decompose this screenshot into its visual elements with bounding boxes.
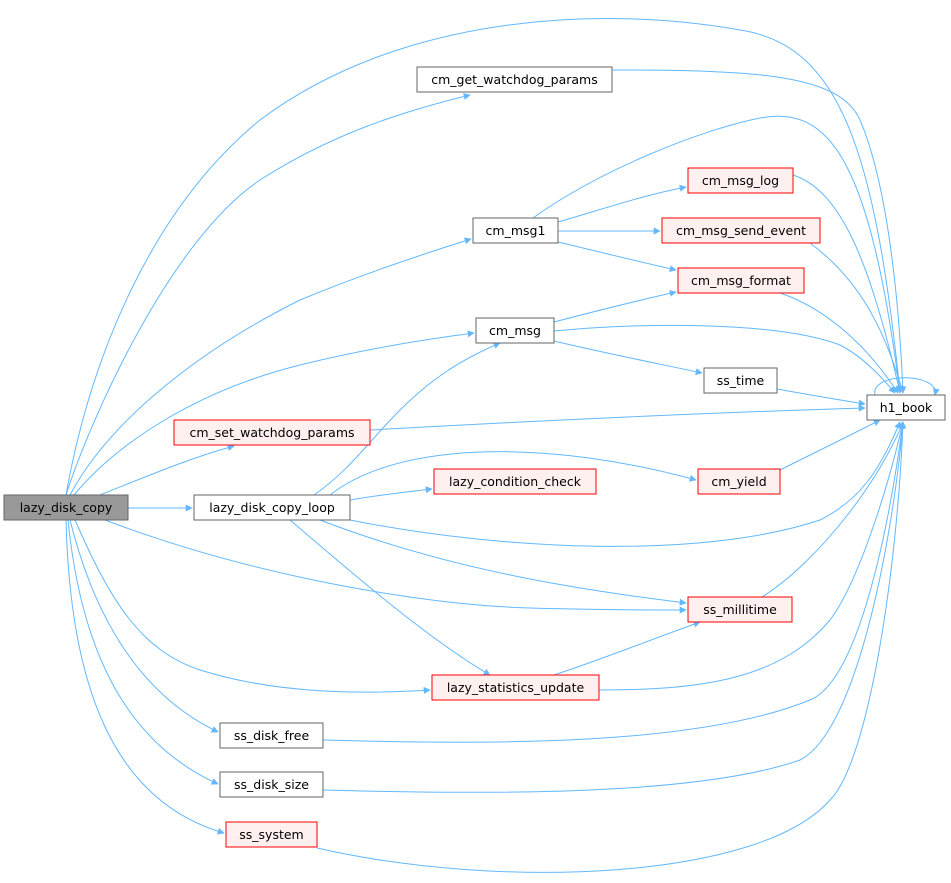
edge-cm_msg-to-cm_msg_format bbox=[553, 289, 677, 323]
node-cm_yield[interactable]: cm_yield bbox=[697, 468, 781, 495]
edge-cm_yield-to-h1_book bbox=[779, 419, 881, 471]
node-lazy_condition_check[interactable]: lazy_condition_check bbox=[433, 468, 597, 495]
edge-lazy_disk_copy_loop-to-cm_yield bbox=[329, 451, 697, 496]
edge-layer bbox=[65, 18, 940, 873]
edge-lazy_disk_copy_loop-to-ss_millitime bbox=[319, 519, 687, 606]
edge-lazy_disk_copy-to-lazy_statistics_update bbox=[74, 519, 431, 694]
node-cm_msg1[interactable]: cm_msg1 bbox=[472, 217, 559, 244]
edge-lazy_disk_copy-to-cm_get_watchdog_params bbox=[65, 93, 471, 496]
node-box bbox=[472, 217, 559, 244]
edge-lazy_disk_copy-to-ss_disk_free bbox=[69, 519, 219, 733]
node-label: cm_yield bbox=[711, 474, 766, 489]
node-label: lazy_condition_check bbox=[449, 474, 582, 489]
edge-ss_millitime-to-h1_book bbox=[761, 421, 904, 598]
node-label: lazy_disk_copy bbox=[20, 500, 113, 515]
edge-ss_time-to-h1_book bbox=[776, 388, 866, 407]
node-cm_get_watchdog_params[interactable]: cm_get_watchdog_params bbox=[416, 66, 613, 93]
node-cm_msg_send_event[interactable]: cm_msg_send_event bbox=[661, 217, 821, 244]
node-label: h1_book bbox=[880, 400, 933, 415]
node-label: ss_system bbox=[239, 827, 303, 842]
node-box bbox=[475, 317, 555, 344]
node-cm_msg_log[interactable]: cm_msg_log bbox=[687, 167, 794, 194]
edge-lazy_disk_copy-to-ss_system bbox=[65, 519, 225, 835]
node-box bbox=[661, 217, 821, 244]
node-box bbox=[173, 419, 371, 446]
edge-ss_disk_size-to-h1_book bbox=[322, 421, 906, 793]
edge-lazy_disk_copy_loop-to-lazy_condition_check bbox=[349, 486, 433, 501]
node-h1_book[interactable]: h1_book bbox=[866, 394, 946, 421]
node-box bbox=[219, 771, 324, 798]
edge-cm_msg-to-h1_book bbox=[553, 324, 896, 394]
edge-lazy_disk_copy_loop-to-cm_msg bbox=[313, 342, 501, 496]
node-box bbox=[225, 821, 318, 848]
node-box bbox=[687, 596, 793, 623]
node-lazy_disk_copy[interactable]: lazy_disk_copy bbox=[3, 494, 129, 521]
node-label: ss_disk_size bbox=[234, 777, 309, 792]
edge-lazy_disk_copy-to-cm_set_watchdog_params bbox=[99, 444, 235, 496]
node-ss_disk_free[interactable]: ss_disk_free bbox=[219, 722, 324, 749]
node-ss_millitime[interactable]: ss_millitime bbox=[687, 596, 793, 623]
edge-ss_disk_free-to-h1_book bbox=[322, 421, 906, 743]
edge-cm_msg_format-to-h1_book bbox=[779, 292, 899, 394]
node-box bbox=[433, 468, 597, 495]
node-cm_msg_format[interactable]: cm_msg_format bbox=[677, 267, 805, 294]
node-label: cm_set_watchdog_params bbox=[189, 425, 354, 440]
node-lazy_disk_copy_loop[interactable]: lazy_disk_copy_loop bbox=[193, 494, 351, 521]
edge-cm_msg1-to-cm_msg_format bbox=[557, 241, 677, 273]
node-ss_disk_size[interactable]: ss_disk_size bbox=[219, 771, 324, 798]
edge-cm_msg_log-to-h1_book bbox=[792, 174, 903, 394]
node-label: cm_msg_log bbox=[702, 173, 779, 188]
node-box bbox=[866, 394, 946, 421]
node-label: cm_msg_send_event bbox=[676, 223, 806, 238]
node-box bbox=[703, 367, 778, 394]
node-cm_set_watchdog_params[interactable]: cm_set_watchdog_params bbox=[173, 419, 371, 446]
node-cm_msg[interactable]: cm_msg bbox=[475, 317, 555, 344]
node-layer: lazy_disk_copy cm_get_watchdog_params cm_m… bbox=[3, 66, 946, 848]
edge-cm_msg-to-ss_time bbox=[553, 340, 703, 376]
node-box bbox=[687, 167, 794, 194]
node-lazy_statistics_update[interactable]: lazy_statistics_update bbox=[431, 674, 600, 701]
edge-cm_msg_send_event-to-h1_book bbox=[809, 242, 905, 394]
node-ss_time[interactable]: ss_time bbox=[703, 367, 778, 394]
node-label: ss_millitime bbox=[703, 602, 777, 617]
edge-lazy_disk_copy-to-cm_msg bbox=[73, 330, 475, 496]
edge-cm_msg1-to-h1_book bbox=[532, 115, 903, 394]
node-label: cm_msg_format bbox=[691, 273, 791, 288]
edge-cm_get_watchdog_params-to-h1_book bbox=[611, 69, 907, 394]
node-label: cm_msg bbox=[489, 323, 541, 338]
edge-lazy_disk_copy-to-cm_msg1 bbox=[69, 237, 472, 496]
node-label: cm_get_watchdog_params bbox=[431, 72, 598, 87]
node-box bbox=[677, 267, 805, 294]
edge-ss_system-to-h1_book bbox=[316, 421, 907, 873]
node-box bbox=[697, 468, 781, 495]
edge-lazy_disk_copy_loop-to-lazy_statistics_update bbox=[289, 519, 491, 676]
node-label: lazy_statistics_update bbox=[447, 680, 585, 695]
node-box bbox=[3, 494, 129, 521]
node-label: cm_msg1 bbox=[486, 223, 546, 238]
edge-lazy_disk_copy-to-ss_disk_size bbox=[67, 519, 219, 785]
edge-lazy_statistics_update-to-h1_book bbox=[598, 421, 906, 691]
node-box bbox=[431, 674, 600, 701]
node-label: ss_disk_free bbox=[234, 728, 310, 743]
node-box bbox=[193, 494, 351, 521]
edge-h1_book-to-h1_book bbox=[874, 377, 940, 396]
edge-lazy_disk_copy-to-ss_millitime bbox=[104, 519, 687, 614]
node-ss_system[interactable]: ss_system bbox=[225, 821, 318, 848]
edge-lazy_statistics_update-to-ss_millitime bbox=[553, 620, 701, 676]
edge-cm_set_watchdog_params-to-h1_book bbox=[369, 404, 866, 431]
edge-lazy_disk_copy_loop-to-h1_book bbox=[349, 421, 901, 547]
node-label: lazy_disk_copy_loop bbox=[209, 500, 335, 515]
edge-cm_msg1-to-cm_msg_log bbox=[557, 184, 687, 223]
edge-lazy_disk_copy-to-h1_book bbox=[65, 18, 903, 496]
node-label: ss_time bbox=[717, 373, 765, 388]
node-box bbox=[416, 66, 613, 93]
node-box bbox=[219, 722, 324, 749]
